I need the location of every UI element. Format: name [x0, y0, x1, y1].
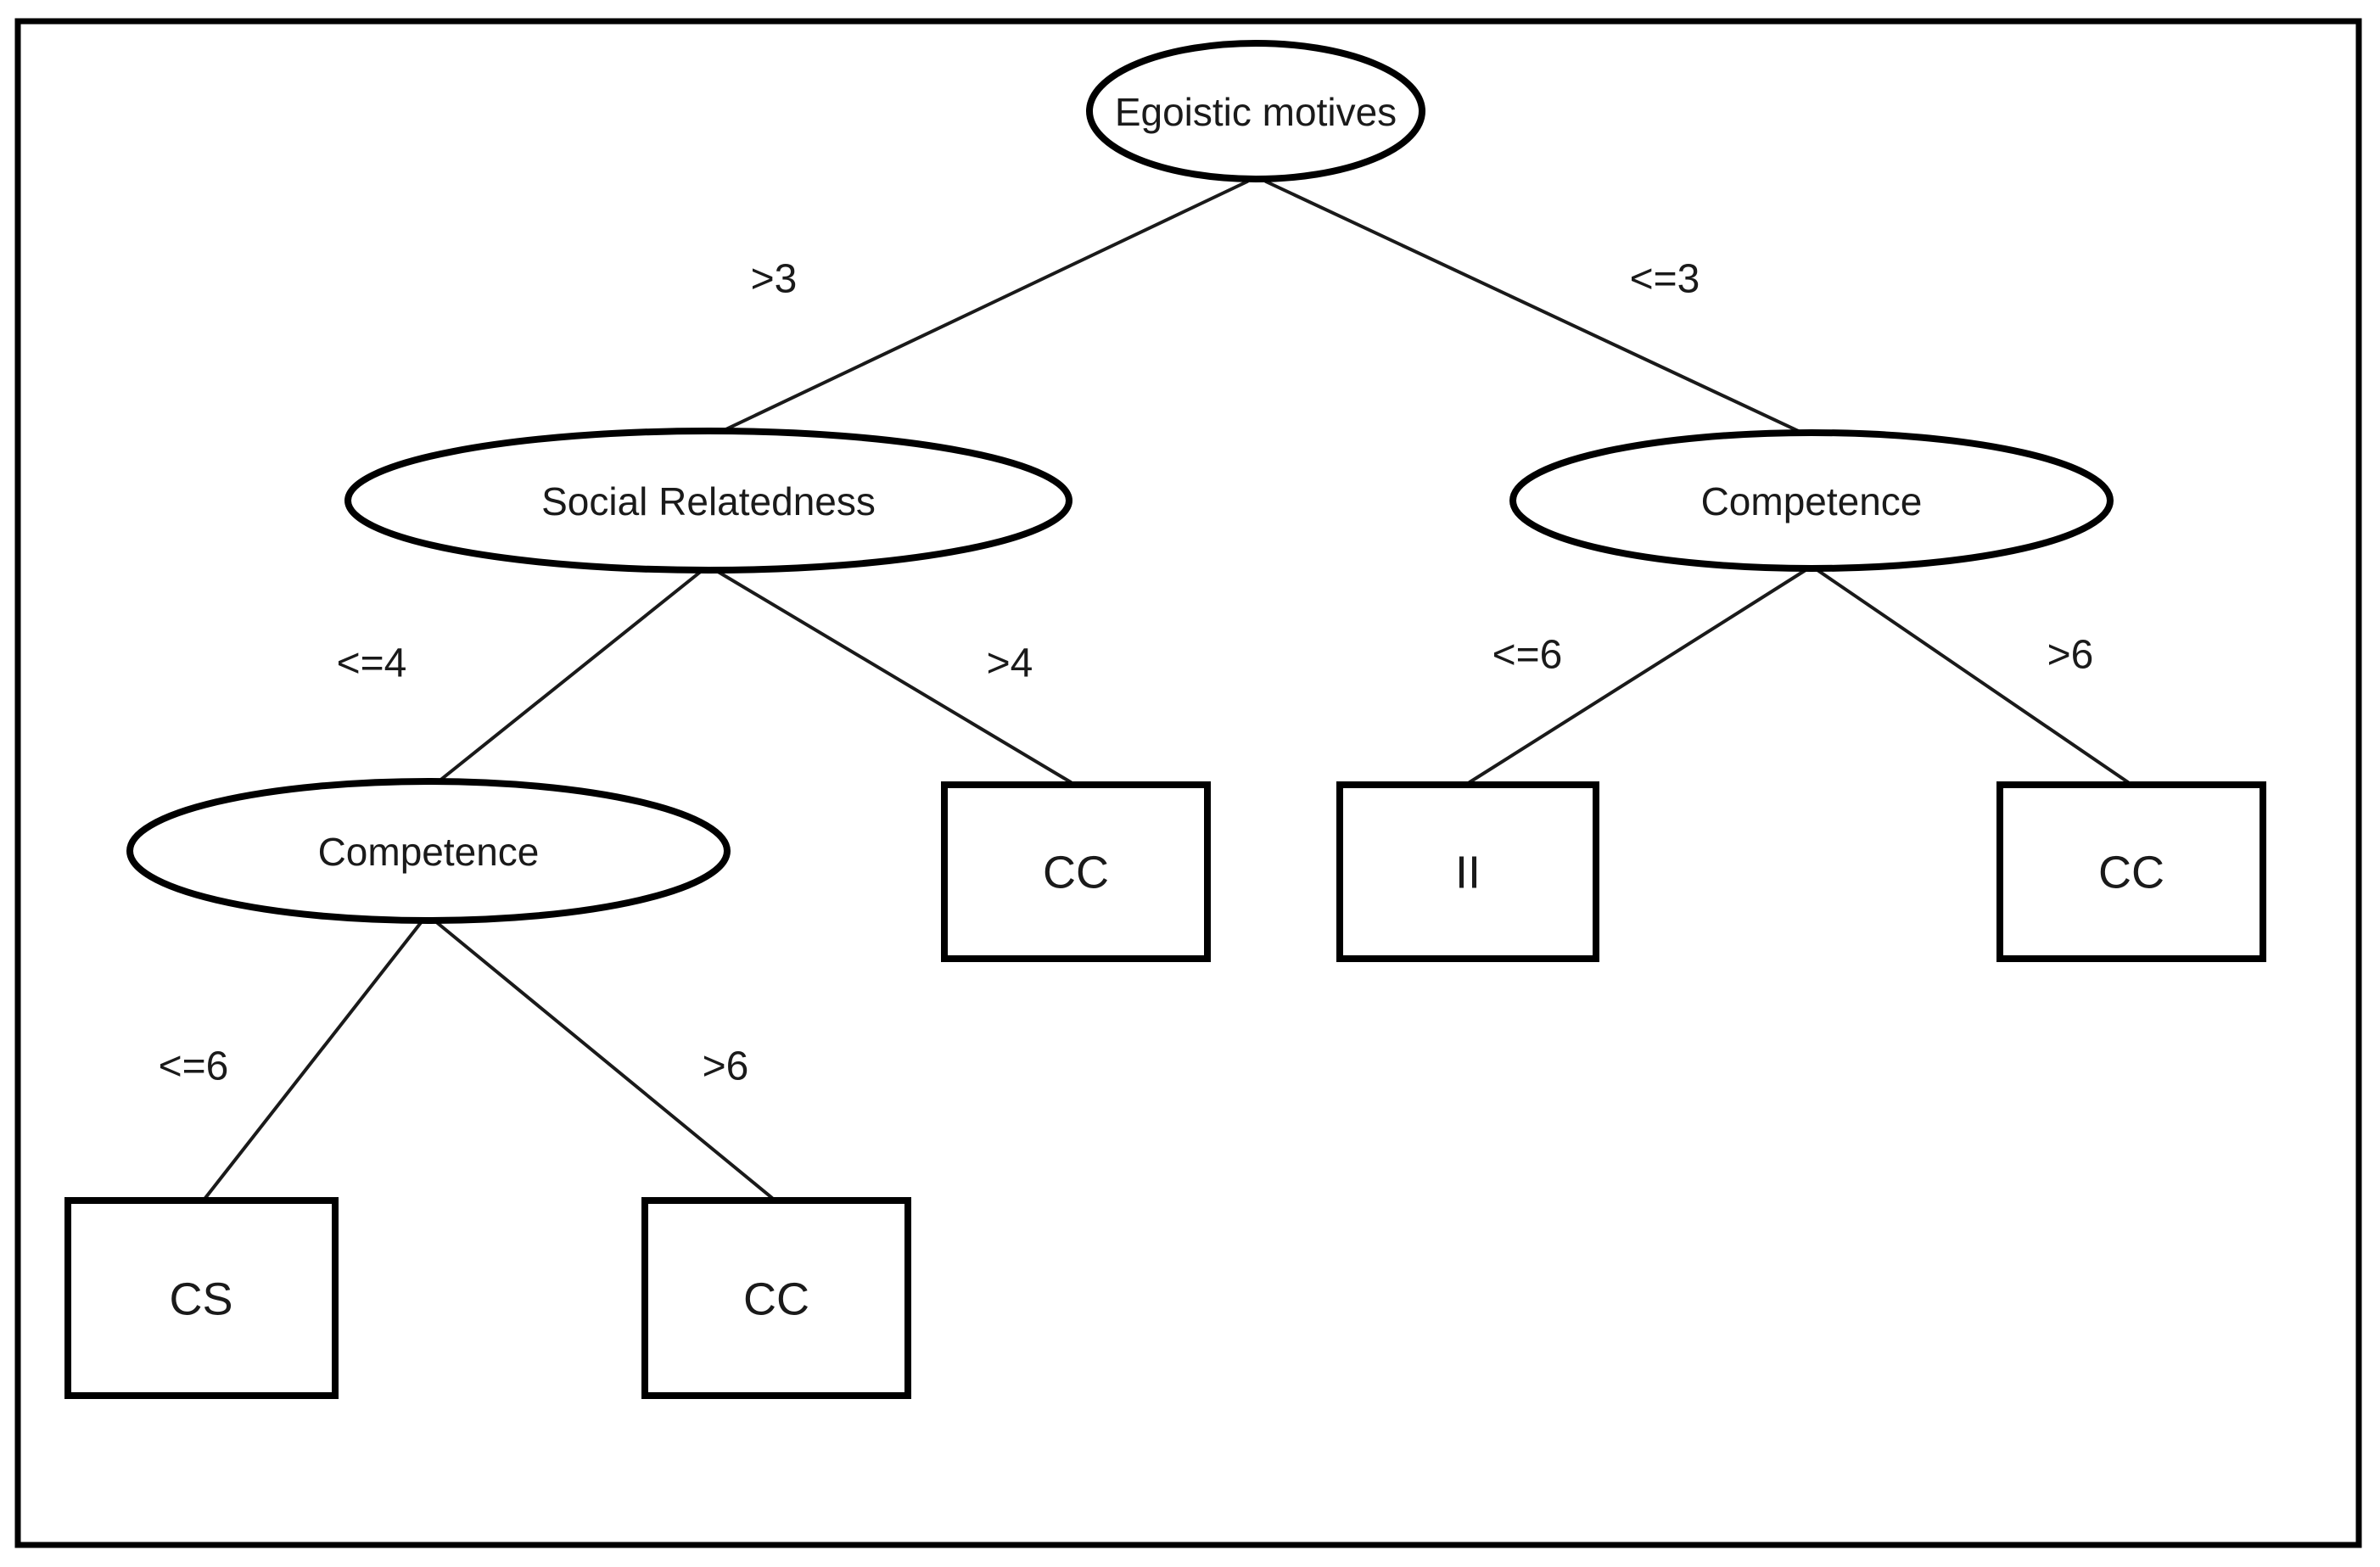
edge-competence-left-to-cs	[204, 919, 424, 1200]
ellipse-shape[interactable]	[126, 778, 731, 924]
edge-label-root-right: <=3	[1630, 257, 1700, 302]
node-root[interactable]: Egoistic motives	[1086, 40, 1425, 182]
leaf-cc-right-label: CC	[2098, 847, 2164, 898]
edge-competence-left-to-cc	[433, 919, 774, 1200]
leaf-cc-mid[interactable]: CC	[941, 781, 1211, 962]
edge-root-to-social-relatedness	[714, 180, 1249, 436]
edge-social-to-cc-mid	[714, 568, 1072, 784]
edge-competence-right-to-ii	[1468, 568, 1807, 784]
node-social-relatedness-label: Social Relatedness	[541, 479, 876, 523]
edge-label-root-left: >3	[751, 257, 798, 302]
node-root-label: Egoistic motives	[1115, 90, 1397, 134]
leaf-ii[interactable]: II	[1336, 781, 1599, 962]
edge-competence-right-to-cc	[1816, 568, 2130, 784]
edge-label-social-left: <=4	[337, 641, 407, 686]
edge-label-social-right: >4	[987, 641, 1033, 686]
leaf-cc-mid-label: CC	[1043, 847, 1109, 898]
edge-label-competence-right-right: >6	[2047, 633, 2094, 678]
node-competence-right-label: Competence	[1701, 479, 1923, 523]
node-competence-right[interactable]: Competence	[1509, 429, 2114, 572]
rect-shape[interactable]	[641, 1197, 911, 1399]
edge-root-to-competence-right	[1264, 180, 1807, 436]
leaf-cs[interactable]: CS	[64, 1197, 339, 1399]
node-competence-left-label: Competence	[318, 830, 540, 874]
leaf-cs-label: CS	[169, 1273, 232, 1324]
ellipse-shape[interactable]	[1086, 40, 1425, 182]
ellipse-shape[interactable]	[344, 428, 1072, 574]
edge-label-group: >3 <=3 <=4 >4 <=6 >6 <=6 >6	[159, 257, 2094, 1089]
rect-shape[interactable]	[1996, 781, 2266, 962]
node-competence-left[interactable]: Competence	[126, 778, 731, 924]
node-social-relatedness[interactable]: Social Relatedness	[344, 428, 1072, 574]
rect-shape[interactable]	[941, 781, 1211, 962]
edge-label-competence-left-left: <=6	[159, 1044, 229, 1089]
ellipse-shape[interactable]	[1509, 429, 2114, 572]
leaf-cc-bottom[interactable]: CC	[641, 1197, 911, 1399]
rect-shape[interactable]	[1336, 781, 1599, 962]
edge-social-to-competence-left	[433, 568, 704, 786]
leaf-cc-bottom-label: CC	[743, 1273, 809, 1324]
figure-border	[14, 18, 2362, 1548]
leaf-cc-right[interactable]: CC	[1996, 781, 2266, 962]
edge-label-competence-right-left: <=6	[1492, 633, 1563, 678]
edge-label-competence-left-right: >6	[703, 1044, 749, 1089]
edge-group	[204, 180, 2130, 1200]
rect-shape[interactable]	[64, 1197, 339, 1399]
leaf-ii-label: II	[1455, 847, 1481, 898]
